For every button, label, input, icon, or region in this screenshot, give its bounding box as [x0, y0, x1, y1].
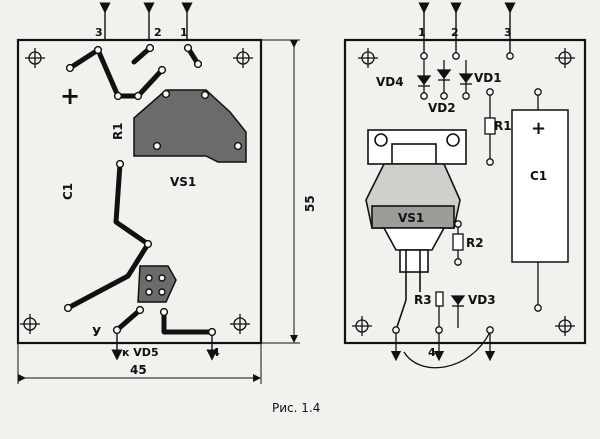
right-pin-1: 1: [418, 26, 426, 39]
dimension-lines: [17, 39, 300, 384]
right-r2-resistor: [452, 224, 464, 262]
right-vd4-label: VD4: [376, 75, 404, 89]
left-small-pad: [137, 265, 177, 303]
left-vd5-label: к VD5: [122, 346, 159, 359]
left-mount-holes: [20, 48, 253, 334]
left-board: 3 2 1 + R1 VS1 C1 У к VD5 4: [16, 2, 263, 361]
right-r2-label: R2: [466, 236, 484, 250]
right-pin-4: 4: [428, 346, 436, 359]
left-pin-3: 3: [95, 26, 103, 39]
left-r1-label: R1: [111, 122, 125, 140]
left-c1-label: C1: [61, 183, 75, 200]
dimension-height-label: 55: [303, 195, 317, 212]
right-bottom-leads: [390, 330, 496, 369]
right-board-outline: [343, 38, 587, 345]
right-r1-resistor: [484, 92, 496, 162]
right-vd2-label: VD2: [428, 101, 456, 115]
right-pad-holes: [392, 52, 542, 334]
right-r3-vd3: [435, 291, 466, 328]
left-vs1-label: VS1: [170, 175, 196, 189]
left-pad-holes: [63, 43, 243, 337]
dimension-width-label: 45: [130, 363, 147, 377]
left-pin-4: 4: [212, 346, 220, 359]
figure-caption: Рис. 1.4: [272, 401, 320, 415]
left-top-leads: [99, 2, 193, 40]
right-pin-3: 3: [504, 26, 512, 39]
right-board: 1 2 3 VD4 VD1 VD2 R1 + C1 VS1 R2 R3 VD3 …: [343, 2, 587, 369]
left-pin-2: 2: [154, 26, 162, 39]
left-bottom-leads: [111, 333, 218, 361]
left-vs1-pad: [133, 89, 247, 163]
right-r1-label: R1: [494, 119, 512, 133]
left-y-label: У: [92, 325, 101, 339]
right-c1-label: C1: [530, 169, 547, 183]
right-r3-label: R3: [414, 293, 432, 307]
right-mount-holes: [352, 48, 575, 336]
right-top-leads: [418, 2, 516, 56]
right-vd3-label: VD3: [468, 293, 496, 307]
left-pin-1: 1: [180, 26, 188, 39]
left-plus-sign: +: [60, 82, 80, 110]
right-pin-2: 2: [451, 26, 459, 39]
right-diodes: [416, 60, 474, 96]
right-vd1-label: VD1: [474, 71, 502, 85]
right-c1-plus: +: [531, 118, 546, 139]
right-c1-capacitor: [511, 109, 569, 263]
right-vs1-label: VS1: [398, 211, 424, 225]
left-board-outline: [16, 38, 263, 345]
right-vs1-thyristor: [365, 129, 467, 331]
